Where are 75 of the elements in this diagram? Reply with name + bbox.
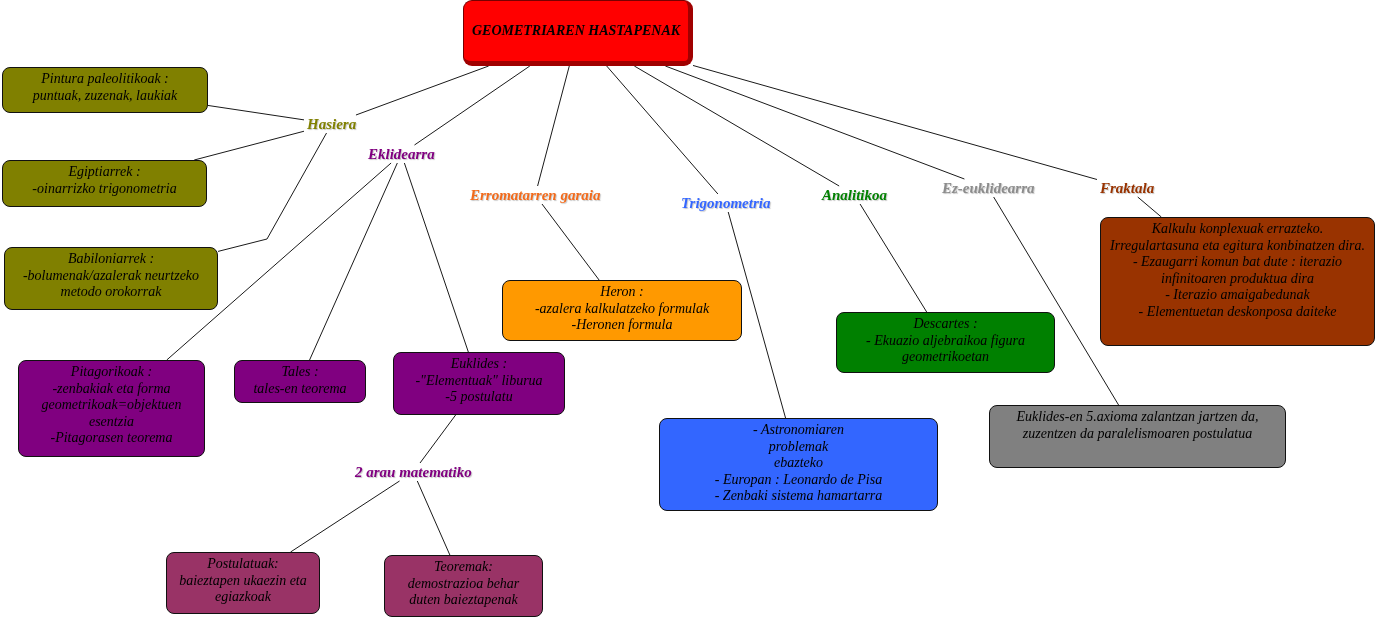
branch-label: Erromatarren garaia bbox=[467, 186, 604, 204]
box-heading: Teoremak: bbox=[434, 559, 493, 576]
box-text: -zenbakiak eta forma geometrikoak=objektuen esentzia bbox=[40, 380, 183, 430]
connector-line bbox=[993, 196, 1120, 406]
connector-line bbox=[727, 211, 787, 419]
branch-label: Eklidearra bbox=[365, 145, 438, 163]
branch-label: Hasiera bbox=[304, 115, 360, 133]
box-heading: Egiptiarrek : bbox=[68, 164, 141, 181]
box-text: -bolumenak/azalerak neurtzeko metodo orokorrak bbox=[21, 267, 201, 301]
box-text: puntuak, zuzenak, laukiak bbox=[32, 87, 178, 104]
note-box bbox=[234, 360, 366, 403]
box-heading: Euklides : bbox=[450, 356, 508, 373]
connector-line bbox=[541, 203, 600, 281]
box-text: -5 postulatu bbox=[445, 389, 513, 406]
box-text: -"Elementuak" liburua bbox=[415, 372, 543, 389]
connector-line bbox=[419, 414, 457, 464]
branch-label: 2 arau matematiko bbox=[352, 463, 475, 481]
branch-label: Trigonometria bbox=[678, 194, 774, 212]
box-text: - Ezaugarri komun bat dute : iterazio infinitoaren produktua dira bbox=[1131, 254, 1344, 287]
box-text: -Heronen formula bbox=[571, 317, 673, 334]
connector-line bbox=[416, 480, 451, 556]
box-text: - Ekuazio aljebraikoa figura geometrikoetan bbox=[864, 332, 1026, 366]
box-text: -Pitagorasen teorema bbox=[50, 430, 173, 447]
note-box bbox=[659, 418, 938, 511]
box-heading: Babiloniarrek : bbox=[67, 251, 155, 268]
box-text: -azalera kalkulatzeko formulak bbox=[534, 300, 710, 317]
note-box bbox=[502, 280, 742, 341]
connector-line bbox=[309, 162, 398, 361]
connector-line bbox=[290, 480, 401, 553]
note-box bbox=[18, 360, 205, 457]
box-heading: - Astronomiaren problemak ebazteko bbox=[752, 422, 845, 472]
note-box bbox=[989, 405, 1286, 468]
note-box bbox=[2, 67, 208, 113]
branch-label: Fraktala bbox=[1097, 179, 1158, 197]
box-text: - Zenbaki sistema hamartarra bbox=[714, 488, 883, 505]
note-box bbox=[2, 160, 207, 207]
connector-line bbox=[606, 65, 719, 195]
box-text: demostrazioa behar duten baieztapenak bbox=[406, 575, 521, 609]
note-box bbox=[4, 247, 218, 310]
box-text: tales-en teorema bbox=[253, 380, 347, 397]
connector-line bbox=[193, 130, 305, 161]
connector-line bbox=[414, 65, 531, 146]
box-heading: Pitagorikoak : bbox=[70, 364, 153, 381]
box-text: - Iterazio amaigabedunak bbox=[1165, 287, 1310, 304]
box-heading: Descartes : bbox=[913, 316, 978, 333]
note-box bbox=[393, 352, 565, 415]
connector-line bbox=[537, 65, 570, 187]
note-box bbox=[1100, 217, 1375, 346]
main-topic-text: GEOMETRIAREN HASTAPENAK bbox=[471, 23, 681, 39]
branch-label: Ez-euklidearra bbox=[939, 179, 1038, 197]
box-text: - Elementuetan deskonposa daiteke bbox=[1138, 303, 1337, 320]
box-heading: Pintura paleolitikoak : bbox=[41, 71, 169, 88]
connector-line bbox=[207, 104, 305, 121]
box-text: Euklides-en 5.axioma zalantzan jartzen da, zuzentzen da paralelismoaren postulatua bbox=[1015, 409, 1260, 442]
box-text: - Europan : Leonardo de Pisa bbox=[714, 471, 883, 488]
box-heading: Heron : bbox=[600, 284, 644, 301]
box-heading: Postulatuak: bbox=[207, 556, 279, 573]
box-text: -oinarrizko trigonometria bbox=[32, 180, 177, 197]
box-text: baieztapen ukaezin eta egiazkoak bbox=[178, 572, 308, 606]
connector-line bbox=[1137, 196, 1162, 218]
connector-line bbox=[166, 162, 392, 361]
connector-line bbox=[403, 162, 469, 353]
box-heading: Kalkulu konplexuak errazteko. Irregulartasuna eta egitura konbinatzen dira. bbox=[1109, 221, 1366, 254]
note-box bbox=[166, 552, 320, 614]
note-box bbox=[384, 555, 543, 617]
box-heading: Tales : bbox=[281, 364, 319, 381]
connector-line bbox=[664, 65, 965, 180]
connector-line bbox=[217, 132, 328, 252]
branch-label: Analitikoa bbox=[819, 186, 891, 204]
connector-line bbox=[633, 65, 840, 187]
connector-line bbox=[692, 64, 1098, 180]
connector-line bbox=[355, 65, 490, 116]
main-topic-box bbox=[463, 0, 693, 66]
connector-line bbox=[859, 203, 928, 313]
note-box bbox=[836, 312, 1055, 373]
